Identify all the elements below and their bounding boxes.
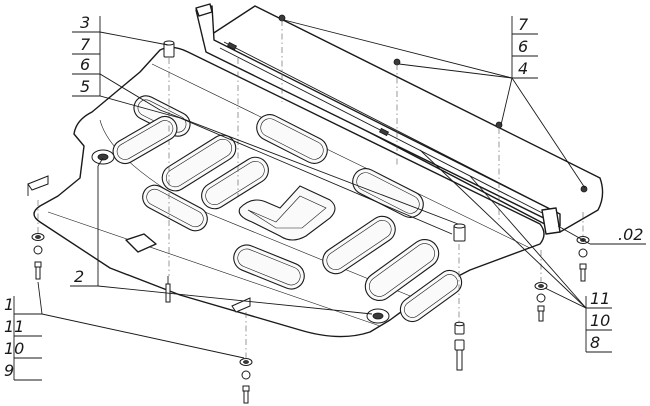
callout-6: 6 (518, 37, 528, 56)
callout-2: 2 (74, 267, 84, 286)
rib (112, 115, 178, 165)
bolt-stack-bottom (239, 358, 253, 404)
rear-mount-flange (195, 3, 604, 235)
spacer-top (163, 40, 175, 58)
embossed-ribs (112, 95, 463, 323)
bolt-stack-far-right (576, 236, 590, 282)
bar-slot (378, 127, 390, 137)
rib (322, 215, 396, 275)
callout-10: 10 (590, 311, 610, 330)
grommet-bottom (366, 308, 390, 324)
assembly-axes (37, 20, 584, 360)
rib (238, 185, 336, 241)
clip-left (27, 175, 49, 196)
rib (399, 269, 463, 323)
square-cutout (125, 233, 157, 253)
grommet-left (91, 149, 115, 165)
callout-10: 10 (4, 339, 24, 358)
callout-4: 4 (518, 59, 528, 78)
callout-11: 11 (4, 317, 24, 336)
spacer-right (453, 223, 466, 242)
callout-3: 3 (80, 13, 90, 32)
bolt-stack-center (454, 321, 465, 371)
callout-7: 7 (518, 15, 529, 34)
leader-lines (13, 16, 646, 381)
callout-1: 1 (4, 295, 14, 314)
rib (364, 238, 440, 302)
rib (142, 184, 208, 232)
rib (233, 244, 305, 290)
bolt-stack-left (31, 233, 45, 280)
rib (256, 114, 328, 164)
callout-6: 6 (80, 55, 90, 74)
callout-11: 11 (590, 289, 610, 308)
callout-9: 9 (4, 361, 14, 380)
rib (201, 156, 269, 210)
callout-02: .02 (618, 225, 643, 244)
callout-labels: 3 7 6 5 7 6 4 2 .02 1 11 10 9 11 10 8 (4, 13, 643, 380)
callout-5: 5 (80, 77, 90, 96)
bar-slot (226, 41, 238, 51)
bolt-stack-right (534, 282, 548, 322)
callout-8: 8 (590, 333, 600, 352)
callout-7: 7 (80, 35, 91, 54)
